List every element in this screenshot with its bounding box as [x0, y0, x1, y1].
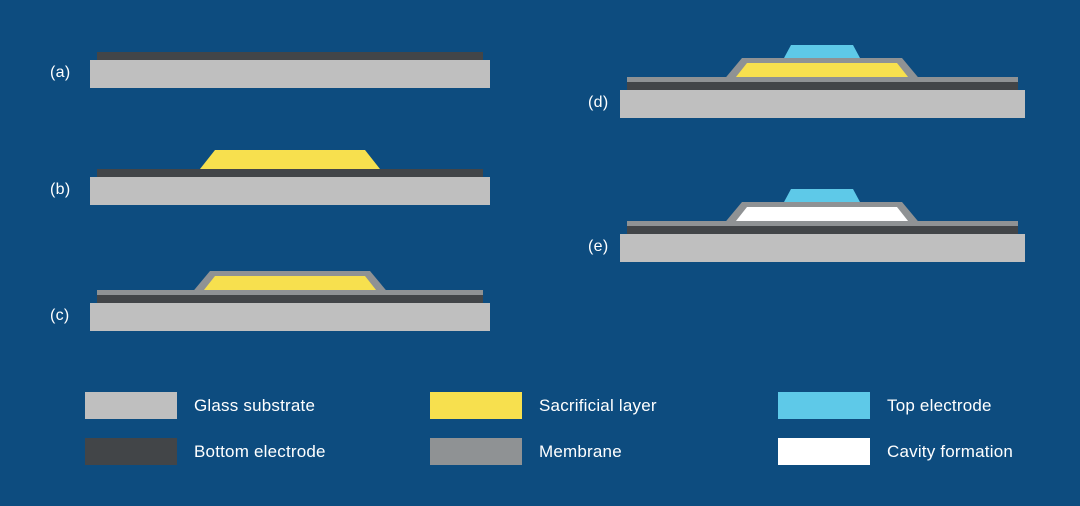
panel-label-e: (e) — [588, 238, 609, 255]
legend-item-glass-substrate: Glass substrate — [85, 392, 315, 419]
legend-label-membrane: Membrane — [539, 441, 622, 461]
panel-label-d: (d) — [588, 94, 609, 111]
bottom-electrode-layer-e — [627, 226, 1018, 234]
legend-item-membrane: Membrane — [430, 438, 622, 465]
glass-substrate-layer-c — [90, 303, 490, 331]
panel-label-a: (a) — [50, 64, 71, 81]
top-electrode-swatch — [778, 392, 870, 419]
membrane-strip-d — [627, 77, 1018, 82]
panel-label-b: (b) — [50, 181, 71, 198]
legend-label-cavity-formation: Cavity formation — [887, 441, 1014, 461]
bottom-electrode-layer-a — [97, 52, 483, 60]
panel-label-c: (c) — [50, 307, 70, 324]
legend-item-cavity-formation: Cavity formation — [778, 438, 1013, 465]
legend-label-sacrificial-layer: Sacrificial layer — [539, 395, 657, 415]
sacrificial-layer-b — [200, 150, 380, 169]
glass-substrate-layer-d — [620, 90, 1025, 118]
legend-item-sacrificial-layer: Sacrificial layer — [430, 392, 657, 419]
bottom-electrode-layer-c — [97, 295, 483, 303]
legend-item-bottom-electrode: Bottom electrode — [85, 438, 326, 465]
bottom-electrode-layer-b — [97, 169, 483, 177]
bottom-electrode-swatch — [85, 438, 177, 465]
membrane-strip-c — [97, 290, 483, 295]
membrane-swatch — [430, 438, 522, 465]
glass-substrate-swatch — [85, 392, 177, 419]
legend-label-bottom-electrode: Bottom electrode — [194, 441, 326, 461]
bottom-electrode-layer-d — [627, 82, 1018, 90]
legend-item-top-electrode: Top electrode — [778, 392, 992, 419]
glass-substrate-layer-b — [90, 177, 490, 205]
legend-label-top-electrode: Top electrode — [887, 395, 992, 415]
cavity-formation-swatch — [778, 438, 870, 465]
top-electrode-layer-e — [784, 189, 860, 202]
glass-substrate-layer-e — [620, 234, 1025, 262]
membrane-strip-e — [627, 221, 1018, 226]
sacrificial-layer-swatch — [430, 392, 522, 419]
legend-label-glass-substrate: Glass substrate — [194, 395, 316, 415]
glass-substrate-layer-a — [90, 60, 490, 88]
top-electrode-layer-d — [784, 45, 860, 58]
